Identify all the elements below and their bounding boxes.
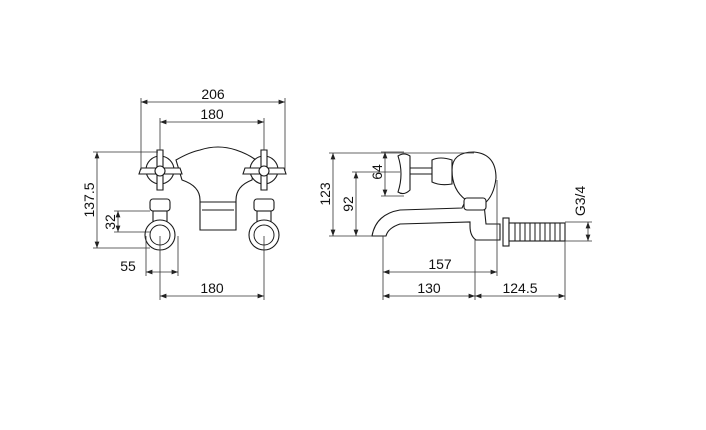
dim-top-centers: 180 <box>200 106 224 122</box>
dim-base-height: 32 <box>102 214 118 230</box>
dim-overall-width: 206 <box>201 86 225 102</box>
side-view: 123 92 64 G3/4 157 130 124.5 <box>317 151 592 300</box>
dim-handle-height: 64 <box>369 164 385 180</box>
dim-spout-reach: 157 <box>428 256 452 272</box>
right-handle <box>242 149 287 251</box>
dim-thread: G3/4 <box>572 186 588 217</box>
dim-bottom-centers: 180 <box>200 280 224 296</box>
dim-base-diameter: 55 <box>120 258 136 274</box>
dim-pipe-length: 124.5 <box>502 280 537 296</box>
left-handle <box>138 149 183 251</box>
dim-spout-to-wall: 130 <box>417 280 441 296</box>
side-tap <box>371 151 566 247</box>
dim-spout-height: 92 <box>340 196 356 212</box>
front-view: 206 180 180 55 137.5 32 <box>81 86 287 300</box>
tap-body <box>175 146 257 231</box>
dim-overall-height: 137.5 <box>81 182 97 217</box>
dim-total-height: 123 <box>317 182 333 206</box>
